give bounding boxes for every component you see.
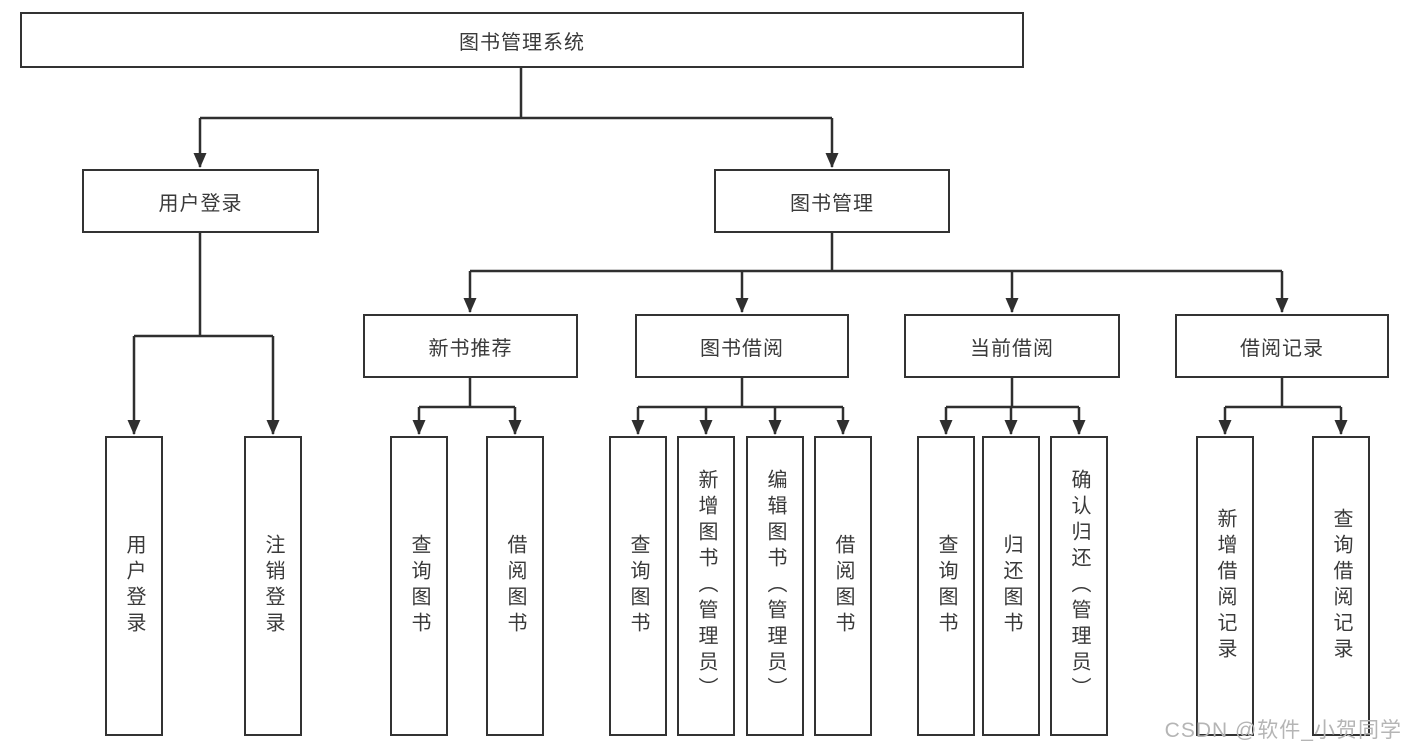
node-query-books-recommend: 查询图书 <box>390 436 448 736</box>
node-user-login-action: 用户登录 <box>105 436 163 736</box>
node-query-books-borrowing: 查询图书 <box>609 436 667 736</box>
node-user-login: 用户登录 <box>82 169 319 233</box>
node-label: 确认归还（管理员） <box>1068 469 1090 703</box>
csdn-watermark: CSDN @软件_小贺同学 <box>1164 719 1402 742</box>
node-label: 编辑图书（管理员） <box>764 469 786 703</box>
node-add-book-admin: 新增图书（管理员） <box>677 436 735 736</box>
node-label: 图书借阅 <box>700 337 784 360</box>
node-query-books-current: 查询图书 <box>917 436 975 736</box>
node-label: 借阅图书 <box>504 534 526 638</box>
node-logout-action: 注销登录 <box>244 436 302 736</box>
connector-trunks <box>134 68 1341 409</box>
node-confirm-return-admin: 确认归还（管理员） <box>1050 436 1108 736</box>
node-label: 查询借阅记录 <box>1330 508 1352 664</box>
node-add-borrow-record: 新增借阅记录 <box>1196 436 1254 736</box>
node-borrow-books-recommend: 借阅图书 <box>486 436 544 736</box>
node-current-borrowing: 当前借阅 <box>904 314 1120 378</box>
node-label: 查询图书 <box>408 534 430 638</box>
node-label: 注销登录 <box>262 534 284 638</box>
node-label: 图书管理系统 <box>459 31 585 54</box>
node-label: 新增借阅记录 <box>1214 508 1236 664</box>
node-label: 借阅图书 <box>832 534 854 638</box>
node-label: 借阅记录 <box>1240 337 1324 360</box>
node-label: 用户登录 <box>158 192 243 215</box>
node-label: 新书推荐 <box>428 337 513 360</box>
node-label: 图书管理 <box>790 192 874 215</box>
node-new-book-recommendation: 新书推荐 <box>363 314 578 378</box>
node-return-book: 归还图书 <box>982 436 1040 736</box>
node-label: 当前借阅 <box>970 337 1054 360</box>
node-borrow-books-borrowing: 借阅图书 <box>814 436 872 736</box>
node-edit-book-admin: 编辑图书（管理员） <box>746 436 804 736</box>
node-label: 用户登录 <box>123 534 145 638</box>
node-label: 查询图书 <box>935 534 957 638</box>
node-label: 归还图书 <box>1000 534 1022 638</box>
node-library-management-system: 图书管理系统 <box>20 12 1024 68</box>
node-borrowing-records: 借阅记录 <box>1175 314 1389 378</box>
node-book-borrowing: 图书借阅 <box>635 314 849 378</box>
node-book-management: 图书管理 <box>714 169 950 233</box>
node-label: 查询图书 <box>627 534 649 638</box>
node-label: 新增图书（管理员） <box>695 469 717 703</box>
node-query-borrow-record: 查询借阅记录 <box>1312 436 1370 736</box>
